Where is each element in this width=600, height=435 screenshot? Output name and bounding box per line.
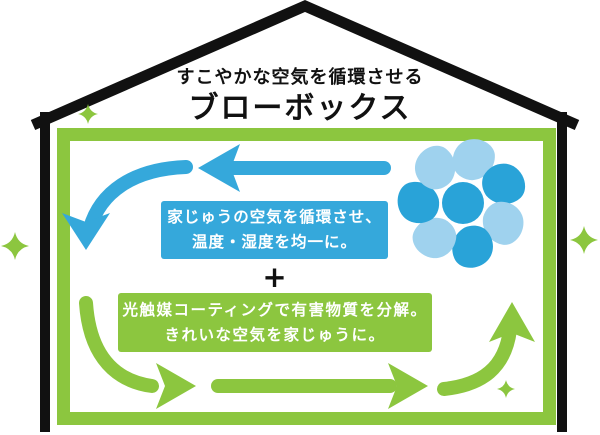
- arrow-curve-up-icon: [437, 323, 517, 396]
- fan-icon: [397, 139, 526, 268]
- sparkle-icon: [497, 380, 515, 398]
- plus-sign: +: [262, 260, 287, 294]
- green-circulation-arrows: [79, 296, 535, 409]
- arrow-curve-right-head-icon: [156, 363, 196, 409]
- diagram-subtitle: すこやかな空気を循環させる: [176, 67, 424, 88]
- arrow-curve-right-icon: [79, 296, 159, 393]
- sparkle-icon: [1, 232, 29, 260]
- arrow-right-head-icon: [388, 363, 428, 409]
- arrow-curve-down-icon: [83, 160, 193, 235]
- arrow-curve-down-head-icon: [62, 213, 110, 250]
- purification-callout: 光触媒コーティングで有害物質を分解。 きれいな空気を家じゅうに。: [118, 293, 432, 352]
- roof-icon: [30, 0, 580, 131]
- sparkle-icon: [78, 104, 98, 124]
- purification-line1: 光触媒コーティングで有害物質を分解。: [122, 300, 428, 319]
- arrow-curve-up-head-icon: [489, 302, 535, 342]
- fan-hub: [442, 182, 484, 224]
- diagram-title: ブローボックス: [188, 91, 412, 126]
- house-outline: [30, 0, 580, 432]
- circulation-callout: 家じゅうの空気を循環させ、 温度・湿度を均一に。: [161, 201, 388, 259]
- blue-circulation-arrows: [62, 144, 391, 250]
- fan-blades: [397, 139, 526, 268]
- sparkles: [1, 104, 598, 398]
- green-frame: [57, 128, 556, 425]
- sparkle-icon: [570, 226, 598, 254]
- arrow-left-head-icon: [198, 144, 240, 192]
- purification-line2: きれいな空気を家じゅうに。: [164, 325, 386, 344]
- circulation-line1: 家じゅうの空気を循環させ、: [167, 208, 382, 226]
- circulation-line2: 温度・湿度を均一に。: [191, 233, 357, 251]
